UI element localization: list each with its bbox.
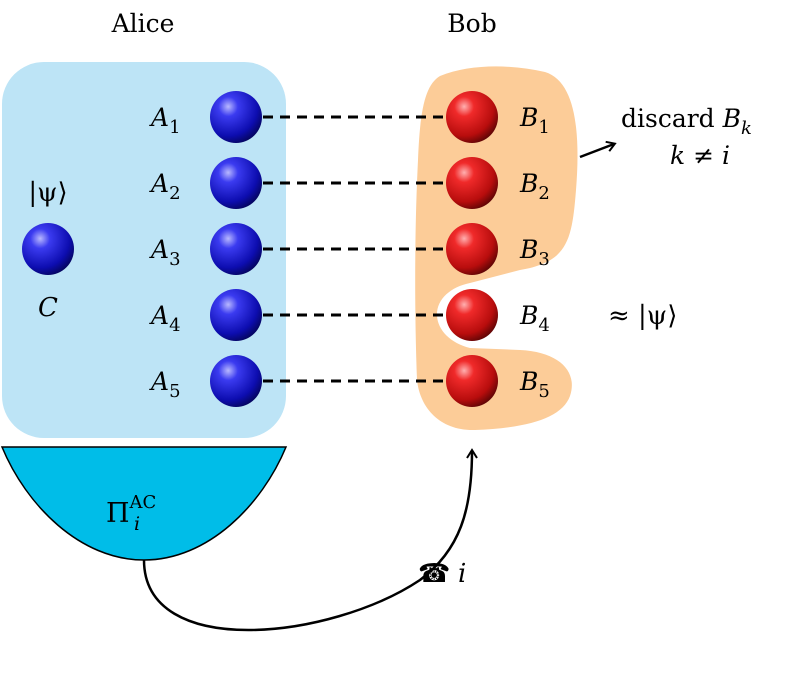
discard-label: discard Bk [621, 104, 752, 139]
alice-qubit-5: A5 [149, 355, 262, 407]
bob-qubit-1: B1 [446, 91, 550, 143]
measurement-subscript: i [134, 513, 140, 535]
discard-arrow [579, 140, 617, 159]
alice-qubit-3: A3 [149, 223, 262, 275]
bob-qubit-ball [446, 289, 498, 341]
bob-qubit-ball [446, 91, 498, 143]
bob-qubit-5: B5 [446, 355, 550, 407]
telephone-icon: ☎ [418, 559, 450, 589]
measurement-superscript: AC [129, 492, 157, 513]
bob-qubit-label: B2 [519, 169, 550, 204]
bob-qubit-label: B5 [519, 367, 550, 402]
alice-qubit-1: A1 [149, 91, 262, 143]
alice-qubit-ball [210, 223, 262, 275]
bob-qubit-4: B4 [446, 289, 550, 341]
input-state-label: |ψ⟩ [28, 178, 67, 208]
classical-channel-label: i [458, 559, 466, 589]
alice-qubit-4: A4 [149, 289, 262, 341]
bob-qubit-ball [446, 355, 498, 407]
alice-qubit-2: A2 [149, 157, 262, 209]
input-qubit-c [22, 223, 74, 275]
measurement-device [0, 446, 288, 561]
alice-title: Alice [111, 9, 175, 38]
discard-condition: k ≠ i [670, 141, 730, 170]
bob-title: Bob [447, 9, 496, 38]
alice-region [2, 62, 286, 438]
alice-qubit-label: A2 [149, 169, 181, 204]
alice-qubit-ball [210, 91, 262, 143]
alice-qubit-ball [210, 355, 262, 407]
alice-qubit-ball [210, 157, 262, 209]
bob-qubit-label: B1 [519, 103, 550, 138]
bob-qubit-label: B4 [519, 301, 550, 336]
input-qubit-label: C [38, 293, 58, 323]
alice-qubit-label: A5 [149, 367, 181, 402]
bob-qubit-3: B3 [446, 223, 550, 275]
alice-qubit-label: A1 [149, 103, 181, 138]
bob-qubit-ball [446, 223, 498, 275]
output-state-label: ≈ |ψ⟩ [608, 301, 677, 331]
alice-qubit-label: A3 [149, 235, 181, 270]
measurement-symbol: Π [106, 498, 130, 529]
bob-qubit-label: B3 [519, 235, 550, 270]
alice-qubit-label: A4 [149, 301, 181, 336]
bob-qubit-2: B2 [446, 157, 550, 209]
alice-qubit-ball [210, 289, 262, 341]
classical-channel-arrow [142, 448, 478, 632]
bob-qubit-ball [446, 157, 498, 209]
entanglement-links [263, 115, 447, 383]
